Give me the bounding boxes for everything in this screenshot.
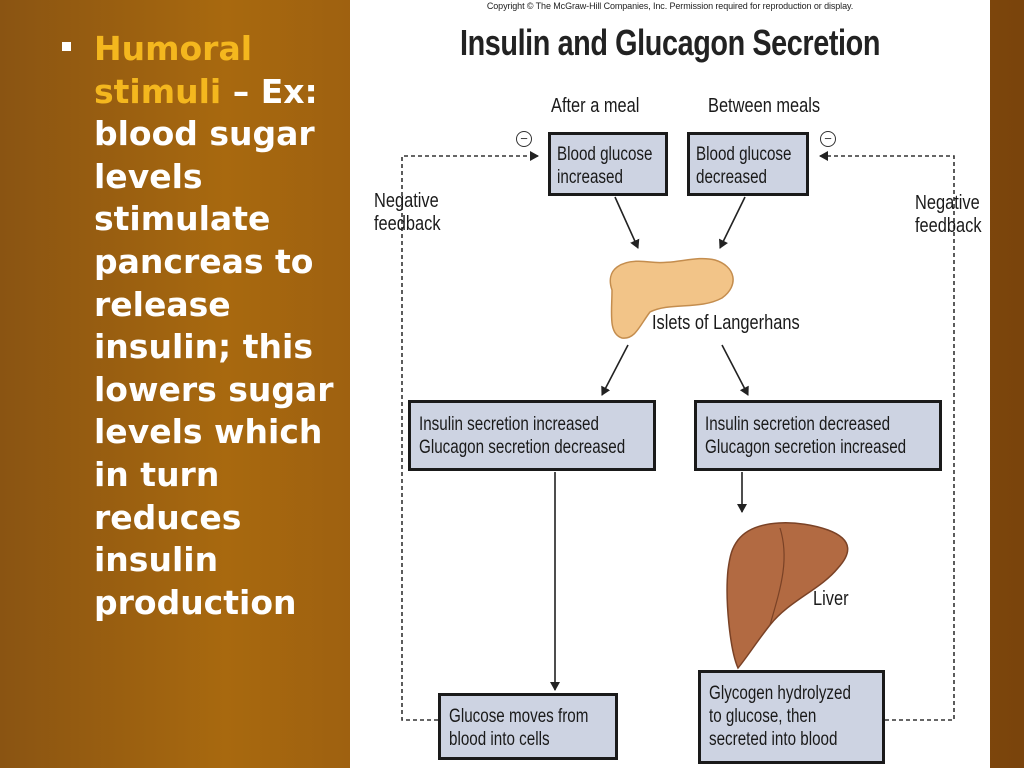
box-line: decreased xyxy=(696,167,767,188)
bullet-paragraph: Humoral stimuli – Ex: blood sugar levels… xyxy=(94,28,347,624)
box-line: Glycogen hydrolyzed xyxy=(709,683,851,704)
minus-sign-left-icon: − xyxy=(516,131,532,147)
label-line: feedback xyxy=(915,215,982,237)
box-insulin-decreased: Insulin secretion decreased Glucagon sec… xyxy=(694,400,942,471)
arrow-glucose-inc-to-pancreas xyxy=(614,196,640,249)
label-between-meals: Between meals xyxy=(708,95,821,117)
arrow-pancreas-to-insulin-inc xyxy=(601,344,629,396)
liver-lobe-line xyxy=(769,527,785,626)
feedback-loop-right xyxy=(819,151,955,721)
arrow-pancreas-to-insulin-dec xyxy=(721,344,749,396)
figure-title: Insulin and Glucagon Secretion xyxy=(459,22,881,63)
box-glucose-moves: Glucose moves from blood into cells xyxy=(438,693,618,760)
copyright-notice: Copyright © The McGraw-Hill Companies, I… xyxy=(486,1,854,11)
box-line: Glucagon secretion decreased xyxy=(419,437,626,458)
bullet-square-icon xyxy=(62,42,71,51)
bullet-heading: Humoral stimuli xyxy=(94,29,253,111)
bullet-body: Ex: blood sugar levels stimulate pancrea… xyxy=(94,71,334,622)
label-negative-feedback-right: Negative feedback xyxy=(915,192,982,238)
bullet-dash: – xyxy=(221,71,261,111)
box-line: Insulin secretion increased xyxy=(419,414,599,435)
feedback-loop-left xyxy=(401,151,539,721)
arrow-glucose-dec-to-pancreas xyxy=(719,196,746,249)
label-islets-of-langerhans: Islets of Langerhans xyxy=(652,312,800,334)
label-line: feedback xyxy=(374,213,441,235)
box-blood-glucose-decreased: Blood glucose decreased xyxy=(687,132,809,196)
label-line: Negative xyxy=(374,190,439,212)
box-line: blood into cells xyxy=(449,729,550,750)
box-line: Glucagon secretion increased xyxy=(705,437,907,458)
box-blood-glucose-increased: Blood glucose increased xyxy=(548,132,668,196)
minus-sign-right-icon: − xyxy=(820,131,836,147)
label-liver: Liver xyxy=(813,588,849,610)
label-after-meal: After a meal xyxy=(551,95,640,117)
box-line: Insulin secretion decreased xyxy=(705,414,891,435)
pancreas-illustration xyxy=(609,257,734,339)
box-line: to glucose, then xyxy=(709,706,817,727)
box-line: increased xyxy=(557,167,623,188)
box-line: Blood glucose xyxy=(696,144,792,165)
label-line: Negative xyxy=(915,192,980,214)
figure-arrows-layer xyxy=(401,151,955,721)
box-glycogen-hydrolyzed: Glycogen hydrolyzed to glucose, then sec… xyxy=(698,670,885,764)
box-line: Glucose moves from xyxy=(449,706,589,727)
insulin-glucagon-figure: Copyright © The McGraw-Hill Companies, I… xyxy=(350,0,990,768)
box-line: Blood glucose xyxy=(557,144,653,165)
box-insulin-increased: Insulin secretion increased Glucagon sec… xyxy=(408,400,656,471)
bullet-text-block: Humoral stimuli – Ex: blood sugar levels… xyxy=(62,28,347,624)
box-line: secreted into blood xyxy=(709,729,838,750)
label-negative-feedback-left: Negative feedback xyxy=(374,190,441,236)
